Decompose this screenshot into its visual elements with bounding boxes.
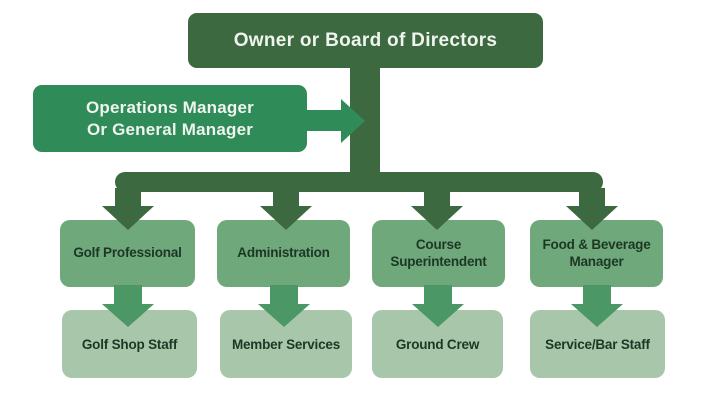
node-ground-crew-label: Ground Crew	[395, 336, 480, 352]
arrow-down-icon	[258, 304, 310, 327]
connector-staff-shaft	[424, 285, 452, 306]
node-service-bar-staff-label: Service/Bar Staff	[545, 336, 650, 352]
connector-staff-shaft	[114, 285, 142, 306]
arrow-down-icon	[260, 206, 312, 230]
connector-staff-shaft	[270, 285, 298, 306]
connector-stub-golf	[115, 188, 141, 208]
arrow-down-icon	[571, 304, 623, 327]
arrow-down-icon	[102, 304, 154, 327]
node-operations-manager-label-line2: Or General Manager	[86, 119, 254, 139]
node-administration: Administration	[217, 220, 350, 287]
connector-stub-food	[579, 188, 605, 208]
node-course-superintendent: Course Superintendent	[372, 220, 505, 287]
arrow-right-icon	[341, 99, 365, 143]
node-operations-manager: Operations Manager Or General Manager	[33, 85, 307, 152]
connector-distribution-bar	[115, 172, 603, 192]
connector-stub-course	[424, 188, 450, 208]
node-golf-shop-staff-label: Golf Shop Staff	[81, 336, 178, 352]
node-administration-label: Administration	[237, 245, 330, 261]
node-operations-manager-label-line1: Operations Manager	[86, 98, 254, 118]
node-golf-professional: Golf Professional	[60, 220, 195, 287]
node-food-beverage-manager-label: Food & Beverage Manager	[542, 236, 651, 269]
node-golf-professional-label: Golf Professional	[73, 245, 182, 261]
node-owner-board-label: Owner or Board of Directors	[233, 29, 498, 51]
arrow-down-icon	[412, 304, 464, 327]
node-member-services-label: Member Services	[231, 336, 341, 352]
connector-ops-shaft	[303, 110, 343, 131]
arrow-down-icon	[102, 206, 154, 230]
node-owner-board: Owner or Board of Directors	[188, 13, 543, 68]
arrow-down-icon	[566, 206, 618, 230]
node-course-superintendent-label: Course Superintendent	[390, 236, 487, 269]
node-food-beverage-manager: Food & Beverage Manager	[530, 220, 663, 287]
connector-stub-admin	[273, 188, 299, 208]
connector-staff-shaft	[583, 285, 611, 306]
arrow-down-icon	[411, 206, 463, 230]
